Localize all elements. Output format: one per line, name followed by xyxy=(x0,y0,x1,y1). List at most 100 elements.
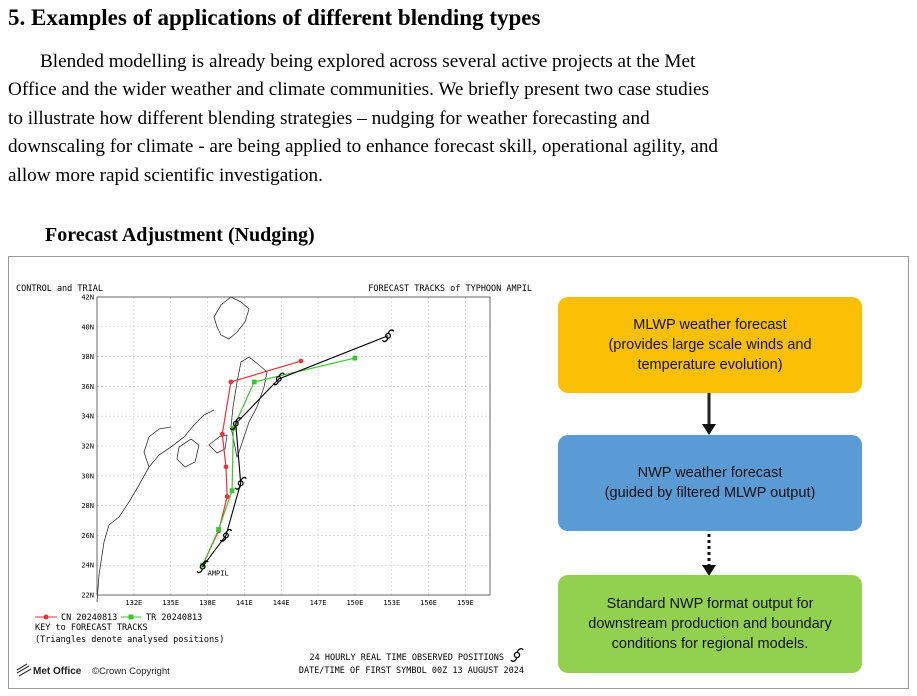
trial-point xyxy=(200,562,206,568)
typhoon-track-chart: CONTROL and TRIAL FORECAST TRACKS of TYP… xyxy=(16,284,532,677)
typhoon-symbol-arm xyxy=(202,560,209,565)
figure-panel: CONTROL and TRIAL FORECAST TRACKS of TYP… xyxy=(8,256,909,689)
typhoon-symbol-arm xyxy=(235,417,242,422)
y-tick-label: 22N xyxy=(81,592,94,600)
typhoon-symbol-ring xyxy=(237,480,244,487)
copyright-text: ©Crown Copyright xyxy=(92,666,170,677)
solid-arrow xyxy=(702,393,716,435)
x-tick-label: 153E xyxy=(383,599,400,607)
trial-point xyxy=(229,488,235,494)
asia-coastline xyxy=(96,409,215,603)
x-tick-label: 147E xyxy=(310,599,327,607)
paragraph-line: downscaling for climate - are being appl… xyxy=(8,136,719,158)
mlwp-line2: (provides large scale winds and xyxy=(608,337,812,353)
output-line1: Standard NWP format output for xyxy=(606,596,814,612)
observed-position-icon xyxy=(229,417,242,431)
section-heading: 5. Examples of applications of different… xyxy=(8,5,541,30)
chart-title-right: FORECAST TRACKS of TYPHOON AMPIL xyxy=(368,284,532,294)
trial-point xyxy=(230,425,236,431)
trial-point xyxy=(216,527,221,532)
trial-point xyxy=(352,355,358,361)
observed-position-icon xyxy=(196,560,209,574)
chart-title-left: CONTROL and TRIAL xyxy=(16,284,103,294)
storm-name-label: AMPIL xyxy=(208,570,229,578)
typhoon-symbol-arm xyxy=(240,476,247,482)
typhoon-symbol-arm xyxy=(278,372,285,377)
typhoon-symbol-icon xyxy=(510,648,524,662)
x-tick-label: 156E xyxy=(420,599,437,607)
typhoon-symbol-arm xyxy=(196,568,204,574)
series-line-observed xyxy=(202,335,389,568)
legend-trial-marker xyxy=(128,614,134,620)
honshu-outline xyxy=(230,356,268,459)
nwp-line1: NWP weather forecast xyxy=(637,465,783,481)
output-line2: downstream production and boundary xyxy=(588,616,832,632)
y-tick-label: 26N xyxy=(81,532,94,540)
observed-position-icon xyxy=(272,372,285,386)
control-point xyxy=(298,358,304,364)
x-tick-label: 159E xyxy=(457,599,474,607)
kyushu-outline xyxy=(176,438,200,468)
coastline xyxy=(96,296,268,603)
y-tick-label: 34N xyxy=(81,413,94,421)
typhoon-symbol-arm xyxy=(219,537,227,542)
paragraph-line: Blended modelling is already being explo… xyxy=(40,51,696,72)
typhoon-symbol-arm xyxy=(381,337,389,343)
observed-position-icon xyxy=(219,528,233,542)
datetime-note: DATE/TIME OF FIRST SYMBOL 00Z 13 AUGUST … xyxy=(299,666,524,676)
series-line-control xyxy=(202,360,302,566)
observed-positions-note: 24 HOURLY REAL TIME OBSERVED POSITIONS xyxy=(310,653,504,663)
y-tick-label: 30N xyxy=(81,472,94,480)
x-tick-label: 138E xyxy=(199,599,216,607)
mlwp-line3: temperature evolution) xyxy=(637,357,783,373)
y-tick-label: 32N xyxy=(81,443,94,451)
typhoon-symbol-arm xyxy=(272,380,280,386)
y-tick-label: 42N xyxy=(81,294,94,302)
mlwp-forecast-box: MLWP weather forecast (provides large sc… xyxy=(558,297,862,393)
paragraph-line: Office and the wider weather and climate… xyxy=(8,79,710,101)
legend-control-marker xyxy=(43,614,49,620)
plot-frame xyxy=(96,296,491,596)
logo-waves-icon xyxy=(16,663,32,677)
hokkaido-outline xyxy=(213,296,250,340)
y-tick-label: 28N xyxy=(81,502,94,510)
legend-control-label: CN 20240813 xyxy=(61,613,117,623)
standard-output-box: Standard NWP format output for downstrea… xyxy=(558,575,862,673)
control-point xyxy=(219,431,225,437)
legend-trial-label: TR 20240813 xyxy=(146,613,202,623)
shikoku-outline xyxy=(208,434,228,454)
chart-legend: CN 20240813 TR 20240813 KEY to FORECAST … xyxy=(35,613,224,645)
logo-text: Met Office xyxy=(33,666,82,677)
x-tick-label: 144E xyxy=(273,599,290,607)
observed-position-icon xyxy=(381,329,395,343)
x-tick-label: 150E xyxy=(346,599,363,607)
mlwp-line1: MLWP weather forecast xyxy=(633,317,787,333)
x-tick-label: 141E xyxy=(236,599,253,607)
y-tick-label: 38N xyxy=(81,353,94,361)
typhoon-symbol-arm xyxy=(229,425,237,431)
typhoon-symbol-arm xyxy=(387,329,395,334)
series-line-trial xyxy=(202,357,356,566)
y-tick-label: 36N xyxy=(81,383,94,391)
output-line3: conditions for regional models. xyxy=(611,636,809,652)
paragraph-line: to illustrate how different blending str… xyxy=(8,107,650,129)
trial-point xyxy=(251,379,257,385)
dashed-arrow xyxy=(702,534,716,576)
nwp-line2: (guided by filtered MLWP output) xyxy=(604,485,816,501)
met-office-logo: Met Office xyxy=(16,663,82,677)
typhoon-symbol-arm xyxy=(234,485,242,490)
x-tick-label: 132E xyxy=(125,599,142,607)
x-tick-label: 135E xyxy=(162,599,179,607)
y-tick-label: 24N xyxy=(81,562,94,570)
control-point xyxy=(224,494,230,500)
paragraph-line: allow more rapid scientific investigatio… xyxy=(8,164,323,186)
control-point xyxy=(223,464,229,470)
typhoon-symbol-ring xyxy=(232,420,239,427)
subheading: Forecast Adjustment (Nudging) xyxy=(45,224,315,246)
control-point xyxy=(228,379,234,385)
intro-paragraph: Blended modelling is already being explo… xyxy=(8,48,908,190)
typhoon-symbol-ring xyxy=(385,332,392,339)
y-tick-label: 40N xyxy=(81,323,94,331)
legend-key-line: KEY to FORECAST TRACKS xyxy=(35,623,148,633)
nwp-forecast-box: NWP weather forecast (guided by filtered… xyxy=(558,435,862,531)
